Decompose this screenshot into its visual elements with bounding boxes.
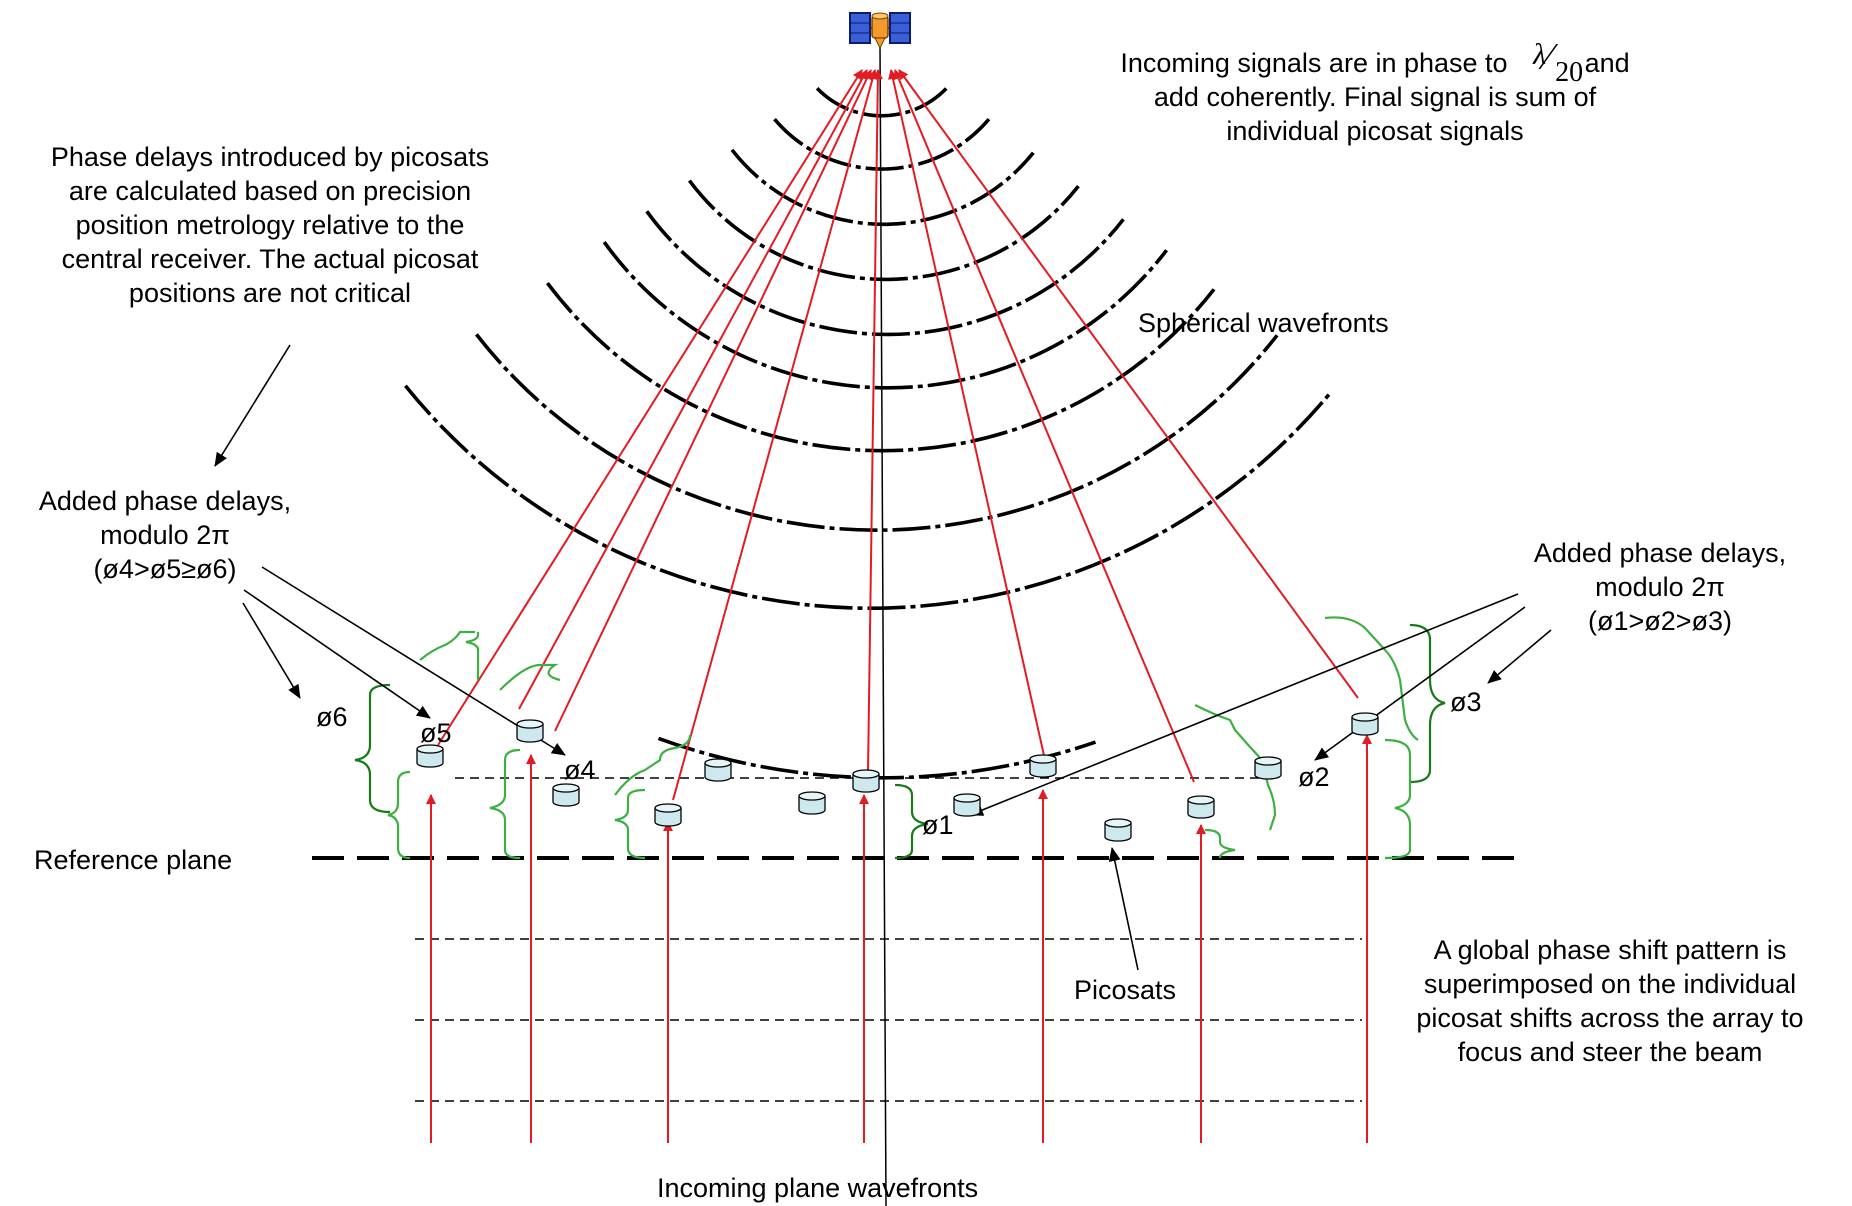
coherence-note-line2: add coherently. Final signal is sum of [1153, 82, 1597, 112]
reference-plane-label: Reference plane [34, 845, 233, 875]
picosat-cylinder-icon [1254, 756, 1282, 780]
signal-rays [426, 69, 1372, 1143]
left-delays-line: modulo 2π [100, 520, 230, 550]
brace-phi6-dark [354, 683, 391, 814]
left-delays-line: Added phase delays, [38, 486, 292, 516]
arrow-to-phi5 [243, 589, 431, 719]
picosat-cylinder-icon [1351, 712, 1379, 736]
brace-phi5-upper [499, 663, 561, 691]
phase-label-phi3: ø3 [1450, 687, 1482, 717]
global-phase-note-line: superimposed on the individual [1423, 969, 1797, 999]
picosat-cylinder-icon [552, 783, 580, 807]
brace-phi1 [894, 783, 929, 860]
brace-phi5-light [489, 748, 521, 860]
phase-label-phi1: ø1 [922, 810, 954, 840]
phase-label-phi2: ø2 [1298, 762, 1330, 792]
brace-phi2-upper [1194, 704, 1277, 831]
lambda-denominator: 20 [1555, 57, 1584, 88]
global-phase-note-line: focus and steer the beam [1457, 1037, 1763, 1067]
picosat-cylinder-icon [1187, 795, 1215, 819]
metrology-note-line: position metrology relative to the [75, 210, 465, 240]
global-phase-note: A global phase shift pattern is superimp… [1375, 933, 1845, 1069]
brace-phi6-light [387, 770, 411, 860]
picosat-cylinder-icon [1104, 818, 1132, 842]
metrology-note-line: are calculated based on precision [68, 176, 472, 206]
picosat-cylinder-icon [1029, 754, 1057, 778]
global-phase-note-line: A global phase shift pattern is [1433, 935, 1787, 965]
coherence-note-line1-prefix: Incoming signals are in phase to [1120, 48, 1508, 78]
spherical-wavefronts [404, 87, 1334, 780]
metrology-arrow [214, 344, 291, 467]
coherence-note-line1-suffix: and [1584, 48, 1630, 78]
phase-label-phi6: ø6 [316, 702, 348, 732]
picosat-cylinder-icon [798, 791, 826, 815]
arrow-to-phi4 [261, 566, 566, 756]
picosat-cylinder-icon [953, 793, 981, 817]
brace-phi4-light [614, 788, 646, 860]
brace-phi4-upper [614, 734, 692, 796]
metrology-note-line: Phase delays introduced by picosats [50, 142, 490, 172]
picosat-cylinder-icon [704, 758, 732, 782]
left-delays-line: (ø4>ø5≥ø6) [93, 554, 237, 584]
arrow-to-phi1 [969, 593, 1519, 816]
coherence-note: Incoming signals are in phase to λ ⁄ 20 … [1070, 38, 1680, 148]
brace-light-a [419, 630, 475, 661]
brace-phi3-lower [1384, 738, 1412, 860]
fraction-slash: ⁄ [1545, 36, 1552, 78]
lambda-symbol: λ [1533, 38, 1547, 71]
right-delays-label: Added phase delays, modulo 2π (ø1>ø2>ø3) [1500, 536, 1820, 638]
arrow-to-picosats [1108, 847, 1139, 971]
plane-wavefronts [415, 777, 1362, 1102]
right-delays-line: modulo 2π [1595, 572, 1725, 602]
metrology-note-line: central receiver. The actual picosat [61, 244, 479, 274]
center-axis [879, 44, 887, 1206]
picosat-cylinder-icon [654, 803, 682, 827]
satellite-icon [849, 12, 911, 50]
brace-phi3-light [1324, 616, 1419, 741]
picosat-cylinder-icon [516, 719, 544, 743]
right-delays-line: Added phase delays, [1533, 538, 1787, 568]
picosat-cylinder-icon [852, 769, 880, 793]
plane-wavefronts-label: Incoming plane wavefronts [657, 1173, 979, 1203]
metrology-note: Phase delays introduced by picosats are … [0, 140, 540, 310]
brace-light-b [465, 632, 480, 680]
left-delays-label: Added phase delays, modulo 2π (ø4>ø5≥ø6) [10, 484, 320, 586]
brace-phi3-dark [1409, 623, 1446, 784]
lambda-fraction: λ ⁄ 20 [1515, 38, 1583, 88]
spherical-wavefronts-label: Spherical wavefronts [1138, 308, 1389, 338]
arrow-to-phi2 [1314, 606, 1526, 761]
brace-phi2-light [1204, 828, 1236, 859]
phase-label-phi4: ø4 [564, 755, 596, 785]
coherence-note-line3: individual picosat signals [1226, 116, 1524, 146]
picosats-label: Picosats [1074, 975, 1177, 1005]
arrow-to-phi6 [242, 602, 301, 699]
metrology-note-line: positions are not critical [128, 278, 412, 308]
right-delays-line: (ø1>ø2>ø3) [1587, 606, 1733, 636]
global-phase-note-line: picosat shifts across the array to [1416, 1003, 1804, 1033]
phase-label-phi5: ø5 [420, 718, 452, 748]
arrow-to-phi3 [1487, 629, 1552, 684]
